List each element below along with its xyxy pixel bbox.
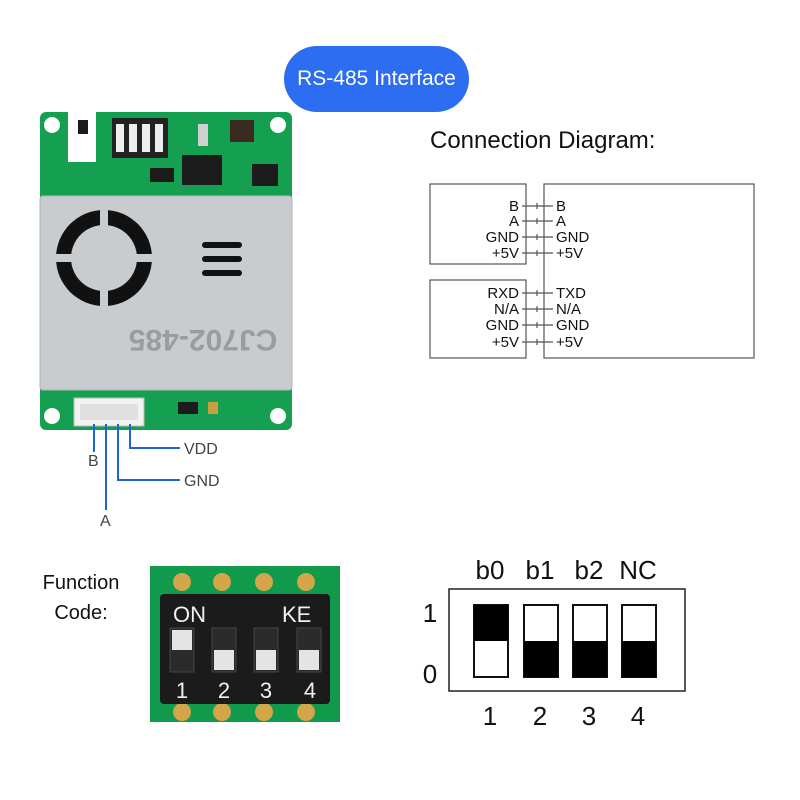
conn-bottom-left-2: GND (486, 317, 520, 334)
sensor-box (543, 183, 755, 359)
conn-bottom-left-0: RXD (487, 285, 519, 302)
switch-lever-2 (524, 641, 558, 677)
module-model-text: CJ702-485 (129, 323, 277, 356)
pos-label-4: 4 (631, 701, 645, 731)
pos-label-3: 3 (582, 701, 596, 731)
conn-bottom-right-1: N/A (556, 301, 581, 318)
dip-photo-body (160, 594, 330, 704)
dip-photo-num-3: 3 (260, 678, 272, 703)
vent-slot (202, 242, 242, 248)
switch-frame (448, 588, 686, 692)
dip-photo-pads (173, 573, 315, 721)
conn-top-left-0: B (509, 198, 519, 215)
vent-slot (202, 256, 242, 262)
switch-lever-3 (573, 641, 607, 677)
switch-lever-1 (474, 605, 508, 641)
conn-bottom-left-3: +5V (492, 334, 519, 351)
pin-label-b: B (88, 453, 99, 470)
pos-label-2: 2 (533, 701, 547, 731)
dip-photo-on-text: ON (173, 602, 206, 627)
vent-slot (202, 270, 242, 276)
connection-diagram-title: Connection Diagram: (430, 127, 656, 154)
conn-top-left-3: +5V (492, 245, 519, 262)
function-code-line2: Code: (54, 602, 108, 624)
dip-photo-lever-1 (172, 630, 192, 650)
conn-top-left-2: GND (486, 229, 520, 246)
dip-photo-num-4: 4 (304, 678, 316, 703)
conn-top-right-1: A (556, 213, 566, 230)
bit-label-1: b1 (526, 555, 555, 585)
dip-photo-ke-text: KE (282, 602, 311, 627)
conn-top-right-3: +5V (556, 245, 583, 262)
conn-top-left-1: A (509, 213, 519, 230)
wire-vdd (129, 424, 180, 449)
dip-photo-num-2: 2 (218, 678, 230, 703)
conn-top-right-2: GND (556, 229, 590, 246)
device-box-bottom (429, 279, 527, 359)
pin-label-gnd: GND (184, 473, 220, 490)
conn-bottom-right-3: +5V (556, 334, 583, 351)
dip-photo-lever-4 (299, 650, 319, 670)
pin-label-vdd: VDD (184, 441, 218, 458)
function-code-label: Function Code: (32, 568, 130, 628)
conn-bottom-right-0: TXD (556, 285, 586, 302)
bit-label-2: b2 (575, 555, 604, 585)
mount-hole (270, 117, 286, 133)
pos-label-1: 1 (483, 701, 497, 731)
mount-hole (44, 117, 60, 133)
device-box-top (429, 183, 527, 265)
row-label-0: 0 (423, 659, 437, 689)
board-chip (182, 155, 222, 185)
bit-label-0: b0 (476, 555, 505, 585)
switch-lever-4 (622, 641, 656, 677)
mount-hole (270, 408, 286, 424)
conn-bottom-left-1: N/A (494, 301, 519, 318)
function-code-line1: Function (42, 572, 120, 594)
dip-photo-lever-2 (214, 650, 234, 670)
rs485-badge: RS-485 Interface (284, 46, 469, 112)
row-label-1: 1 (423, 598, 437, 628)
dip-photo-num-1: 1 (176, 678, 188, 703)
pin-label-a: A (100, 513, 111, 530)
board-regulator (252, 164, 278, 186)
conn-bottom-right-2: GND (556, 317, 590, 334)
dip-photo-lever-3 (256, 650, 276, 670)
board-inductor (230, 120, 254, 142)
wire-gnd (117, 424, 180, 481)
bit-label-3: NC (619, 555, 657, 585)
mount-hole (44, 408, 60, 424)
conn-top-right-0: B (556, 198, 566, 215)
